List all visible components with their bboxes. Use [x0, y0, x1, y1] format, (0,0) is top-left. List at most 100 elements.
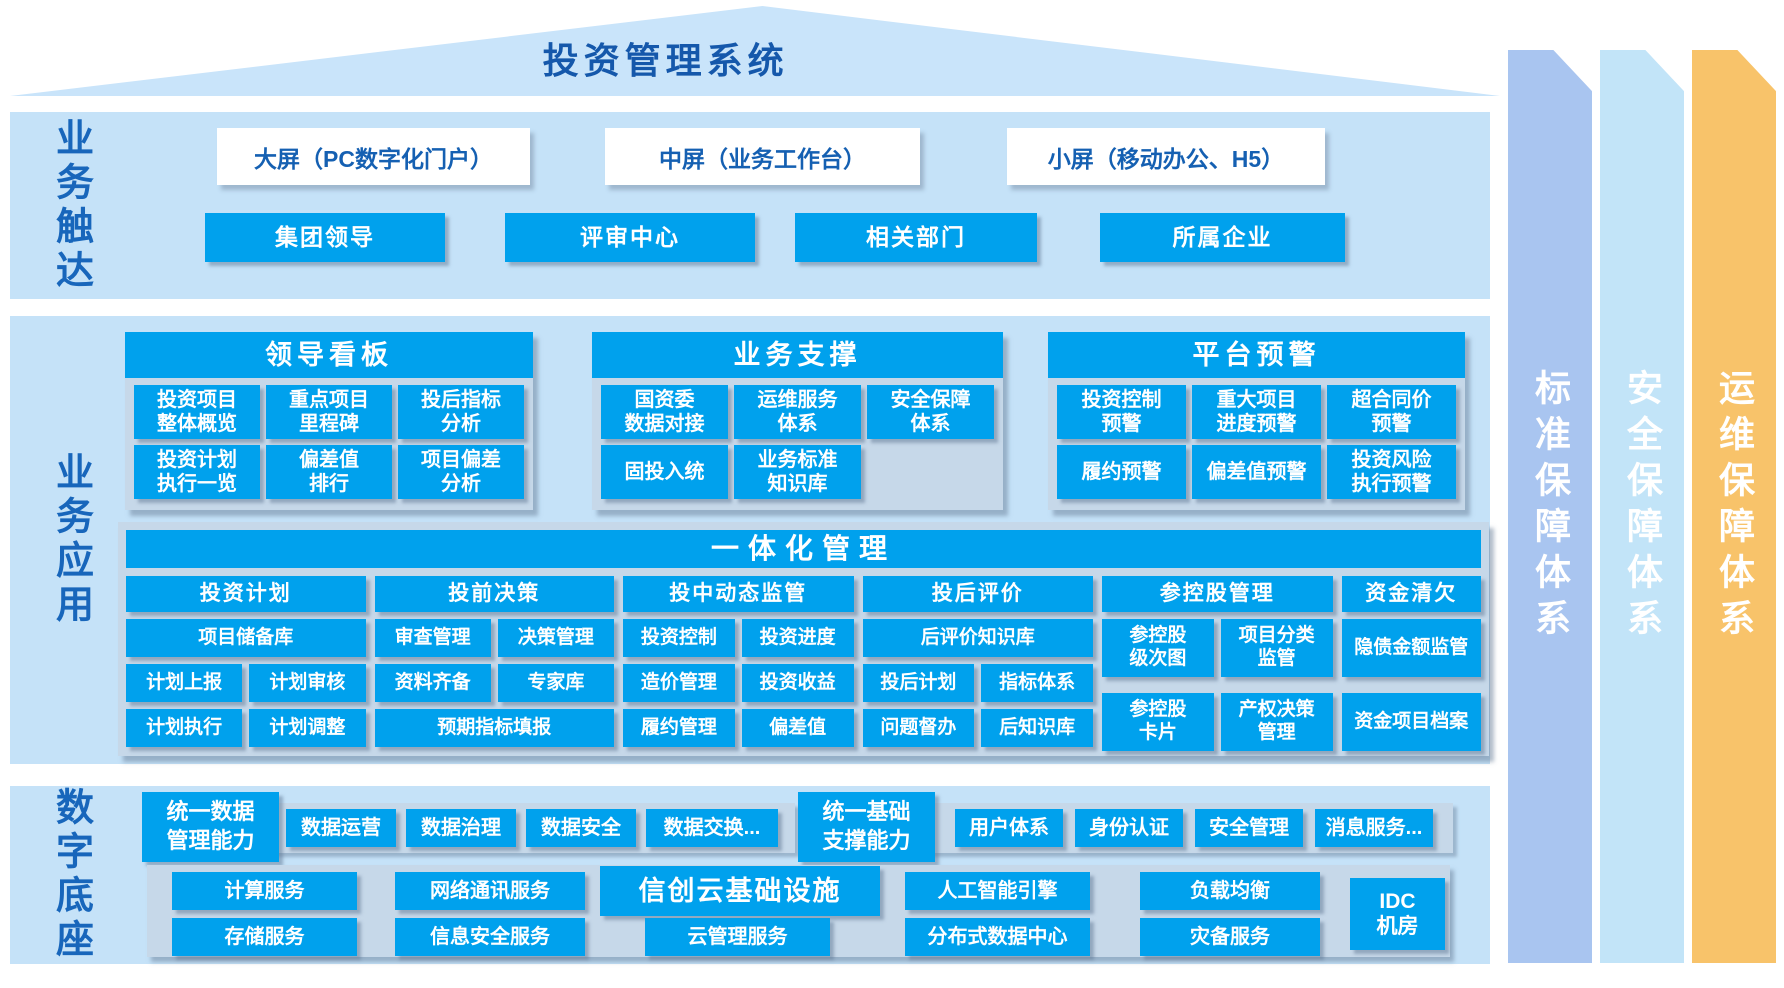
column-post-evaluation: 投后评价 后评价知识库 投后计划 指标体系 问题督办 后知识库 — [862, 576, 1093, 758]
pillar-ops-assurance: 运维保障体系 — [1692, 50, 1776, 963]
module-cell: 参控股 级次图 — [1102, 619, 1214, 677]
module-cell: 偏差值 — [741, 709, 854, 747]
support-panel: 业务支撑 国资委 数据对接 运维服务 体系 安全保障 体系 固投入统 业务标准 … — [592, 332, 1003, 510]
support-cell: 固投入统 — [601, 445, 728, 499]
module-cell: 计划审核 — [249, 664, 366, 702]
support-cell: 国资委 数据对接 — [601, 385, 728, 439]
module-cell: 预期指标填报 — [374, 709, 614, 747]
infra-cell: 信息安全服务 — [395, 918, 585, 956]
warning-cell: 投资风险 执行预警 — [1327, 445, 1456, 499]
module-cell: 资金项目档案 — [1341, 693, 1481, 751]
module-cell: 投资控制 — [623, 619, 735, 657]
module-cell: 计划执行 — [126, 709, 243, 747]
data-capability-strip: 数据运营 数据治理 数据安全 数据交换... — [147, 803, 795, 853]
capability-cell: 数据安全 — [526, 809, 636, 847]
column-in-investment: 投中动态监管 投资控制 投资进度 造价管理 投资收益 履约管理 偏差值 — [623, 576, 854, 758]
module-cell: 项目储备库 — [126, 619, 366, 657]
capability-cell: 数据治理 — [406, 809, 516, 847]
support-cell: 安全保障 体系 — [867, 385, 994, 439]
warning-grid: 投资控制 预警 重大项目 进度预警 超合同价 预警 履约预警 偏差值预警 投资风… — [1048, 378, 1465, 506]
module-cell: 造价管理 — [623, 664, 735, 702]
screen-medium-node: 中屏（业务工作台） — [605, 128, 920, 185]
dashboard-panel-title: 领导看板 — [125, 332, 533, 378]
column-investment-plan: 投资计划 项目储备库 计划上报 计划审核 计划执行 计划调整 — [126, 576, 366, 758]
module-cell: 履约管理 — [623, 709, 735, 747]
unified-basic-capability-node: 统一基础 支撑能力 — [798, 792, 935, 862]
column-header: 投前决策 — [374, 576, 614, 612]
pillar-standard-assurance: 标准保障体系 — [1508, 50, 1592, 963]
dashboard-cell: 偏差值 排行 — [266, 445, 392, 499]
pillar-standard-assurance-label: 标准保障体系 — [1530, 368, 1571, 645]
dashboard-panel: 领导看板 投资项目 整体概览 重点项目 里程碑 投后指标 分析 投资计划 执行一… — [125, 332, 533, 510]
screen-large-label: 大屏（PC数字化门户） — [254, 145, 493, 172]
pillar-security-assurance-label: 安全保障体系 — [1622, 368, 1663, 645]
pillar-security-assurance: 安全保障体系 — [1600, 50, 1684, 963]
support-grid: 国资委 数据对接 运维服务 体系 安全保障 体系 固投入统 业务标准 知识库 — [592, 378, 1003, 506]
capability-cell: 安全管理 — [1195, 809, 1303, 847]
module-cell: 审查管理 — [374, 619, 491, 657]
module-cell: 专家库 — [497, 664, 614, 702]
dashboard-grid: 投资项目 整体概览 重点项目 里程碑 投后指标 分析 投资计划 执行一览 偏差值… — [125, 378, 533, 506]
capability-cell: 用户体系 — [955, 809, 1063, 847]
module-cell: 后知识库 — [981, 709, 1093, 747]
module-cell: 指标体系 — [981, 664, 1093, 702]
capability-cell: 身份认证 — [1075, 809, 1183, 847]
warning-cell: 履约预警 — [1057, 445, 1186, 499]
section-label-digital-base: 数字底座 — [49, 787, 92, 963]
module-cell: 投后计划 — [862, 664, 975, 702]
column-header: 投后评价 — [862, 576, 1093, 612]
infra-cell: 云管理服务 — [645, 918, 830, 956]
module-cell: 计划上报 — [126, 664, 243, 702]
capability-cell: 数据运营 — [286, 809, 396, 847]
idc-room-node: IDC 机房 — [1350, 878, 1445, 950]
screen-medium-label: 中屏（业务工作台） — [659, 145, 866, 172]
module-cell: 参控股 卡片 — [1102, 693, 1214, 751]
module-cell: 项目分类 监管 — [1220, 619, 1333, 677]
column-header: 投中动态监管 — [623, 576, 854, 612]
infra-cell: 网络通讯服务 — [395, 872, 585, 910]
integrated-mgmt-columns: 投资计划 项目储备库 计划上报 计划审核 计划执行 计划调整 投前决策 审查管理… — [118, 576, 1489, 758]
infra-cell: 分布式数据中心 — [905, 918, 1090, 956]
warning-cell: 偏差值预警 — [1192, 445, 1321, 499]
infrastructure-panel: 计算服务 网络通讯服务 信创云基础设施 人工智能引擎 负载均衡 IDC 机房 存… — [147, 865, 1450, 957]
support-cell: 业务标准 知识库 — [734, 445, 861, 499]
section-label-business-apps: 业务应用 — [49, 452, 92, 628]
roof-shape: 投资管理系统 — [10, 6, 1500, 96]
role-related-depts-node: 相关部门 — [795, 213, 1037, 262]
column-header: 投资计划 — [126, 576, 366, 612]
unified-data-capability-node: 统一数据 管理能力 — [142, 792, 279, 862]
system-title: 投资管理系统 — [542, 40, 789, 81]
module-cell: 隐债金额监管 — [1341, 619, 1481, 677]
role-group-leadership-node: 集团领导 — [205, 213, 445, 262]
screen-large-node: 大屏（PC数字化门户） — [217, 128, 530, 185]
support-empty-slot — [867, 445, 994, 499]
column-header: 资金清欠 — [1341, 576, 1481, 612]
section-business-reach: 业务触达 大屏（PC数字化门户） 中屏（业务工作台） 小屏（移动办公、H5） 集… — [10, 112, 1490, 299]
integrated-mgmt-panel: 一体化管理 投资计划 项目储备库 计划上报 计划审核 计划执行 计划调整 投前决… — [118, 522, 1489, 756]
section-digital-base: 数字底座 数据运营 数据治理 数据安全 数据交换... 统一数据 管理能力 用户… — [10, 786, 1490, 964]
role-review-center-node: 评审中心 — [505, 213, 755, 262]
warning-cell: 重大项目 进度预警 — [1192, 385, 1321, 439]
infra-cell: 负载均衡 — [1140, 872, 1320, 910]
module-cell: 产权决策 管理 — [1220, 693, 1333, 751]
infra-cell: 人工智能引擎 — [905, 872, 1090, 910]
screen-small-node: 小屏（移动办公、H5） — [1007, 128, 1325, 185]
column-header: 参控股管理 — [1102, 576, 1333, 612]
column-pre-investment: 投前决策 审查管理 决策管理 资料齐备 专家库 预期指标填报 — [374, 576, 614, 758]
support-panel-title: 业务支撑 — [592, 332, 1003, 378]
dashboard-cell: 重点项目 里程碑 — [266, 385, 392, 439]
screen-small-label: 小屏（移动办公、H5） — [1047, 145, 1285, 172]
infra-cell: 计算服务 — [172, 872, 357, 910]
module-cell: 投资进度 — [741, 619, 854, 657]
section-business-apps: 业务应用 领导看板 投资项目 整体概览 重点项目 里程碑 投后指标 分析 投资计… — [10, 316, 1490, 764]
dashboard-cell: 投资项目 整体概览 — [134, 385, 260, 439]
warning-cell: 超合同价 预警 — [1327, 385, 1456, 439]
column-equity-mgmt: 参控股管理 参控股 级次图 项目分类 监管 参控股 卡片 产权决策 管理 — [1102, 576, 1333, 758]
dashboard-cell: 投后指标 分析 — [398, 385, 524, 439]
dashboard-cell: 投资计划 执行一览 — [134, 445, 260, 499]
integrated-mgmt-title: 一体化管理 — [126, 530, 1481, 568]
role-subsidiaries-node: 所属企业 — [1100, 213, 1345, 262]
warning-cell: 投资控制 预警 — [1057, 385, 1186, 439]
section-label-business-reach: 业务触达 — [49, 117, 92, 294]
module-cell: 后评价知识库 — [862, 619, 1093, 657]
